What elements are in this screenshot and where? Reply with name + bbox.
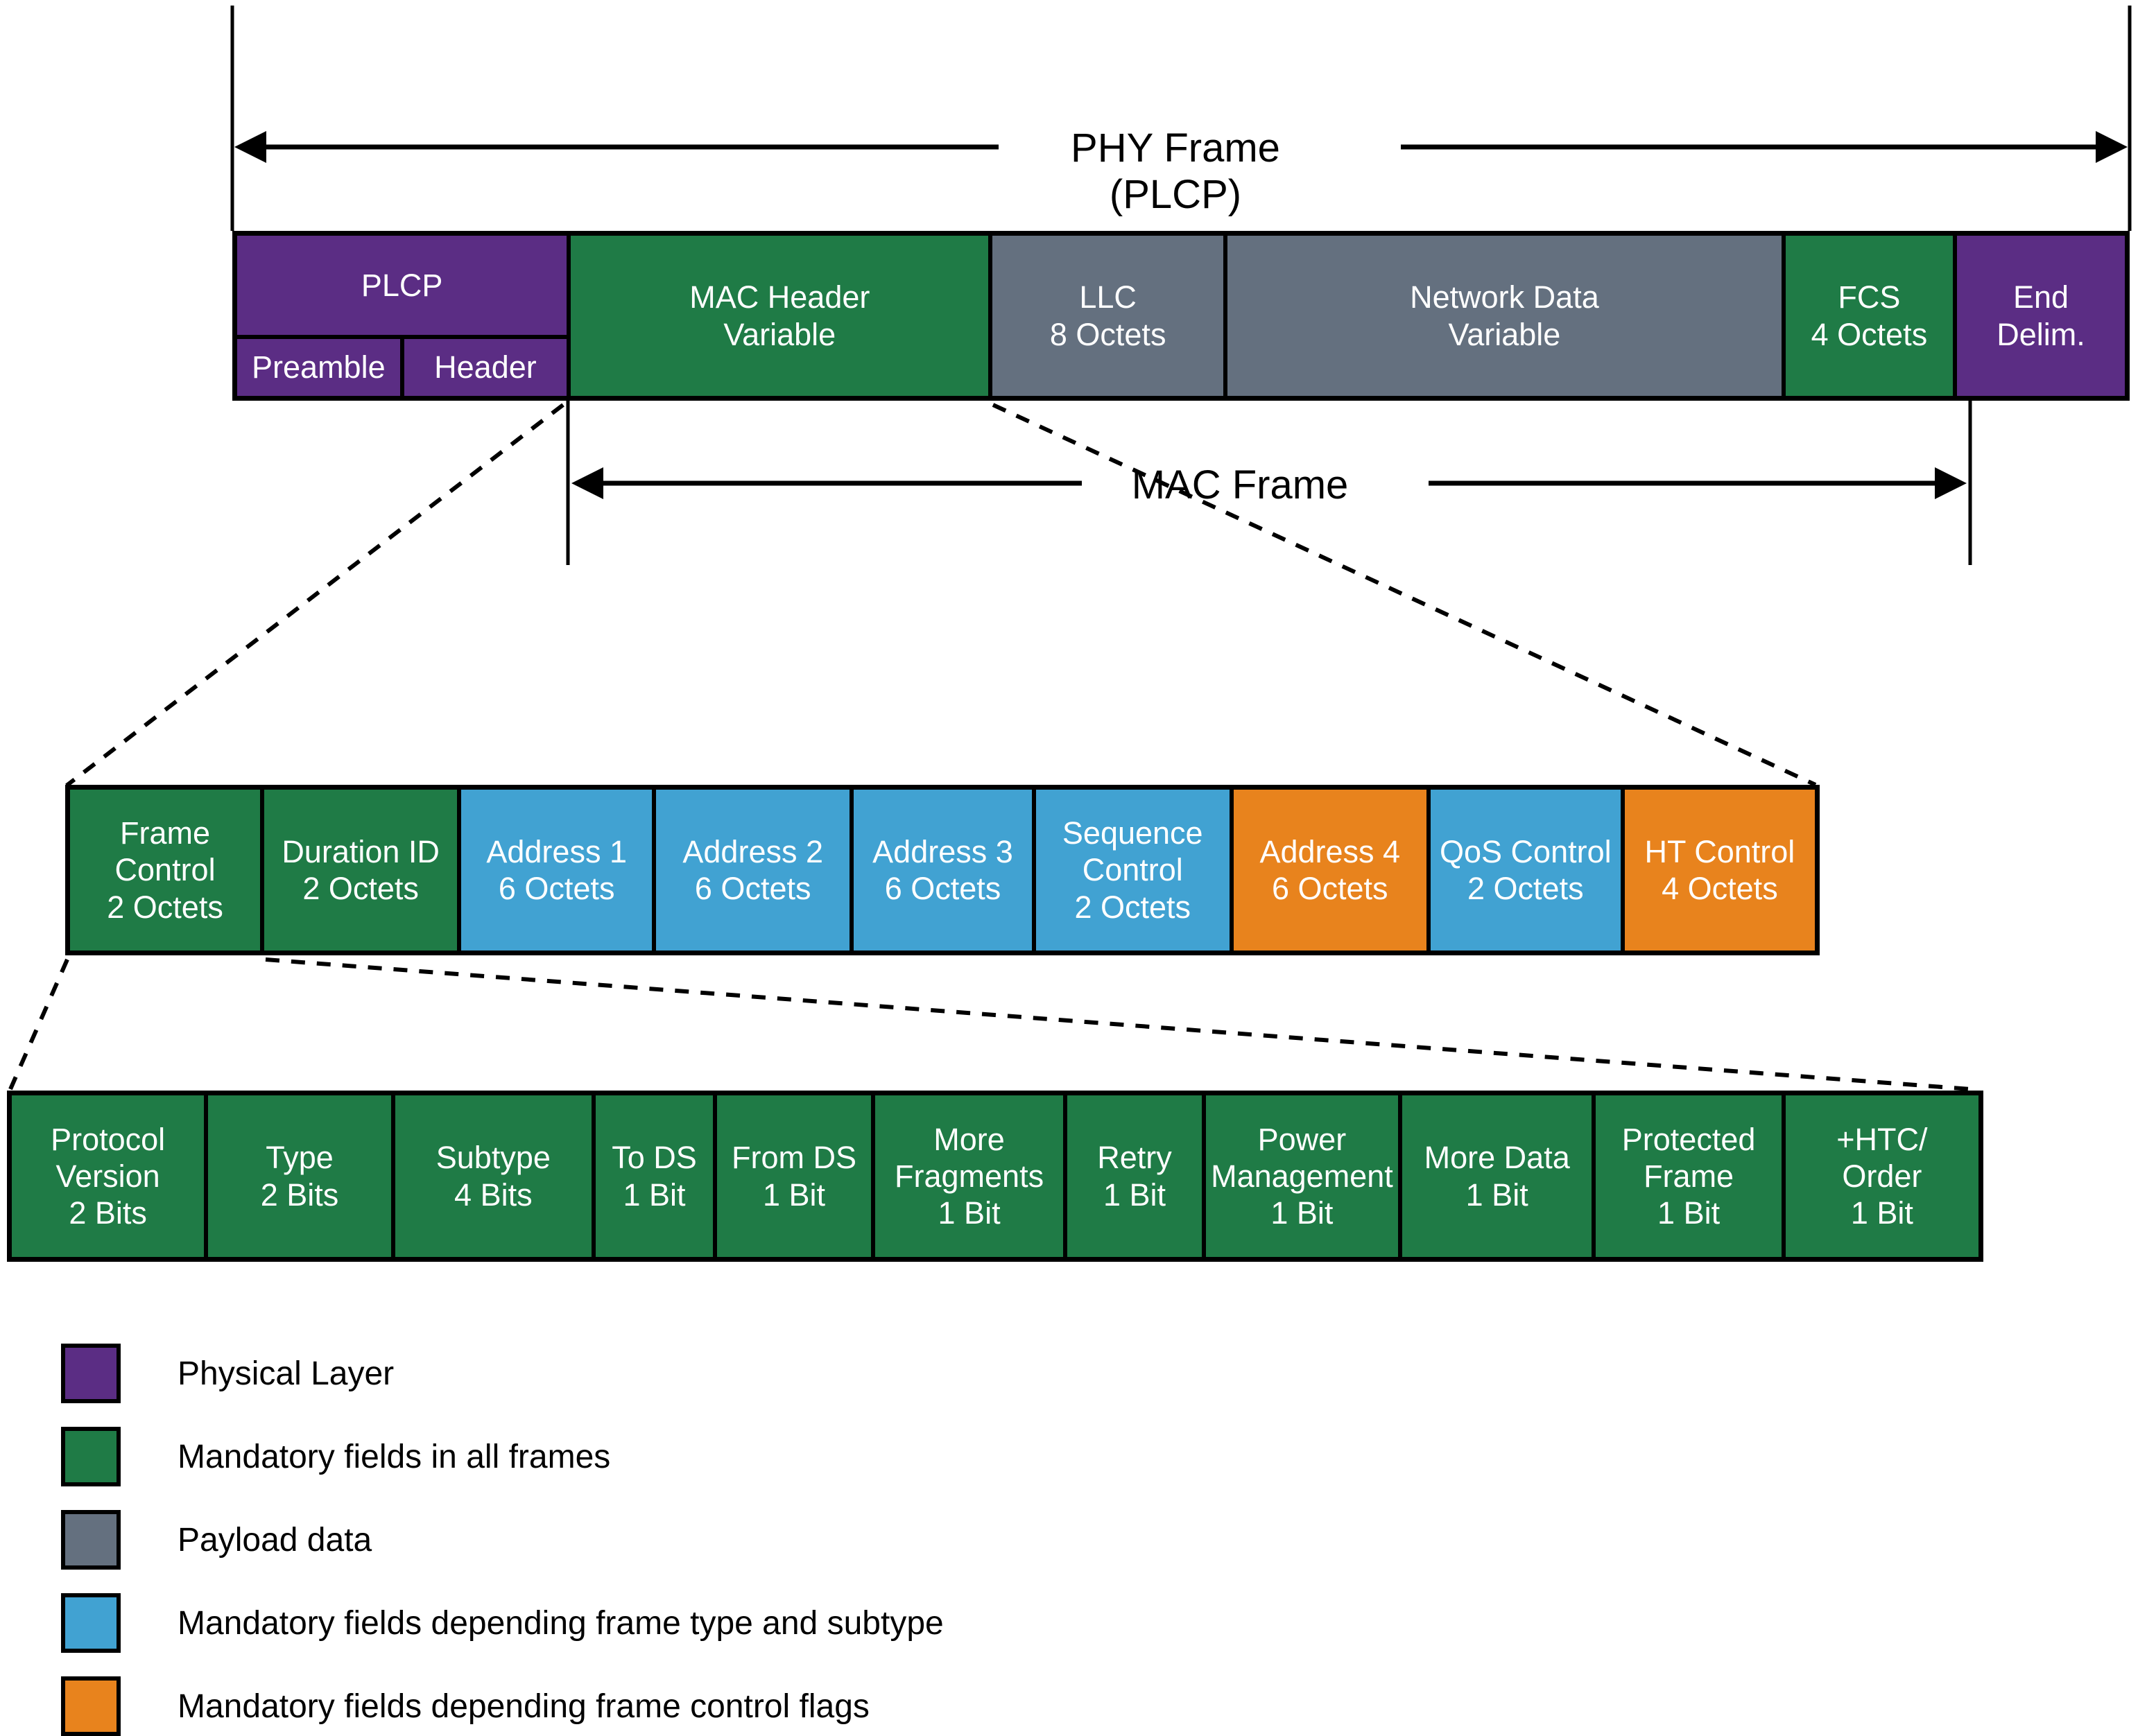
field-sequence-control-2-octets: Sequence Control 2 Octets [1031, 790, 1230, 951]
frame-control-row: Protocol Version 2 Bits Type 2 Bits Subtyp… [7, 1091, 1983, 1262]
field-plcp: PLCP Preamble Header [237, 236, 567, 396]
expand-frame-control-left-dashed-line [8, 958, 69, 1091]
phy-frame-row: PLCP Preamble Header MAC Header Variable… [232, 231, 2130, 401]
legend-item-green: Mandatory fields in all frames [61, 1427, 944, 1486]
field-label: Address 2 6 Octets [682, 833, 824, 906]
field-label: Network Data Variable [1410, 279, 1599, 352]
field-label: From DS 1 Bit [731, 1140, 856, 1213]
field-network-data-variable: Network Data Variable [1223, 236, 1782, 396]
legend-item-gray: Payload data [61, 1510, 944, 1570]
field-end-delim: End Delim. [1952, 236, 2125, 396]
field-to-ds-1-bit: To DS 1 Bit [591, 1095, 714, 1257]
field-frame-control-2-octets: Frame Control 2 Octets [70, 790, 261, 951]
field-address-2-6-octets: Address 2 6 Octets [652, 790, 850, 951]
field-label: PLCP [361, 267, 443, 303]
expand-mac-header-left-dashed-line [65, 403, 564, 788]
phy-arrow-right-head-icon [2096, 131, 2128, 163]
mac-header-row: Frame Control 2 Octets Duration ID 2 Octe… [65, 785, 1820, 955]
field-label: Duration ID 2 Octets [282, 833, 440, 906]
field-mac-header-variable: MAC Header Variable [567, 236, 989, 396]
legend-item-orange: Mandatory fields depending frame control… [61, 1676, 944, 1736]
field-address-1-6-octets: Address 1 6 Octets [457, 790, 653, 951]
field-label: To DS 1 Bit [612, 1140, 697, 1213]
field-label: Protocol Version 2 Bits [51, 1121, 166, 1231]
orange-swatch-icon [61, 1676, 121, 1736]
field-address-3-6-octets: Address 3 6 Octets [850, 790, 1032, 951]
legend-label: Physical Layer [178, 1355, 395, 1392]
field-more-data-1-bit: More Data 1 Bit [1398, 1095, 1592, 1257]
field-label: Address 3 6 Octets [872, 833, 1013, 906]
field-more-fragments-1-bit: More Fragments 1 Bit [870, 1095, 1064, 1257]
field-fcs-4-octets: FCS 4 Octets [1781, 236, 1953, 396]
mac-frame-label: MAC Frame [1131, 462, 1349, 507]
field-label: FCS 4 Octets [1811, 279, 1928, 352]
field-label: HT Control 4 Octets [1644, 833, 1795, 906]
legend-label: Payload data [178, 1521, 372, 1559]
field-label: MAC Header Variable [689, 279, 870, 352]
legend-label: Mandatory fields depending frame control… [178, 1687, 870, 1725]
expand-frame-control-right-dashed-line [265, 957, 1980, 1092]
blue-swatch-icon [61, 1593, 121, 1653]
purple-swatch-icon [61, 1344, 121, 1403]
field-label: LLC 8 Octets [1049, 279, 1166, 352]
legend-label: Mandatory fields depending frame type an… [178, 1604, 944, 1642]
field-protected-frame-1-bit: Protected Frame 1 Bit [1592, 1095, 1782, 1257]
field-label: Address 1 6 Octets [486, 833, 627, 906]
field-retry-1-bit: Retry 1 Bit [1063, 1095, 1202, 1257]
plcp-title-area: PLCP [237, 236, 567, 339]
phy-frame-label: PHY Frame (PLCP) [1071, 125, 1280, 217]
field-label: Preamble [252, 349, 386, 385]
field-label: Power Management 1 Bit [1211, 1121, 1393, 1231]
field-label: Retry 1 Bit [1097, 1140, 1172, 1213]
field-header: Header [399, 339, 567, 396]
legend-label: Mandatory fields in all frames [178, 1438, 611, 1475]
field-subtype-4-bits: Subtype 4 Bits [390, 1095, 592, 1257]
field-type-2-bits: Type 2 Bits [204, 1095, 391, 1257]
field-htc-order-1-bit: +HTC/ Order 1 Bit [1781, 1095, 1979, 1257]
field-protocol-version-2-bits: Protocol Version 2 Bits [12, 1095, 205, 1257]
field-ht-control-4-octets: HT Control 4 Octets [1620, 790, 1815, 951]
field-label: Protected Frame 1 Bit [1621, 1121, 1756, 1231]
field-label: Subtype 4 Bits [436, 1140, 551, 1213]
plcp-sub-row: Preamble Header [237, 339, 567, 396]
field-label: Address 4 6 Octets [1259, 833, 1401, 906]
field-power-management-1-bit: Power Management 1 Bit [1201, 1095, 1399, 1257]
field-label: Sequence Control 2 Octets [1062, 815, 1203, 925]
mac-arrow-left-head-icon [571, 467, 603, 499]
mac-arrow-right-head-icon [1935, 467, 1967, 499]
field-duration-id-2-octets: Duration ID 2 Octets [260, 790, 458, 951]
field-qos-control-2-octets: QoS Control 2 Octets [1426, 790, 1621, 951]
legend-item-purple: Physical Layer [61, 1344, 944, 1403]
field-preamble: Preamble [237, 339, 400, 396]
field-llc-8-octets: LLC 8 Octets [988, 236, 1223, 396]
field-label: Type 2 Bits [260, 1140, 339, 1213]
green-swatch-icon [61, 1427, 121, 1486]
gray-swatch-icon [61, 1510, 121, 1570]
legend-item-blue: Mandatory fields depending frame type an… [61, 1593, 944, 1653]
field-label: Header [434, 349, 537, 385]
field-label: +HTC/ Order 1 Bit [1836, 1121, 1928, 1231]
phy-arrow-left-head-icon [234, 131, 266, 163]
field-label: More Data 1 Bit [1424, 1140, 1570, 1213]
field-label: End Delim. [1997, 279, 2085, 352]
field-from-ds-1-bit: From DS 1 Bit [713, 1095, 871, 1257]
field-label: Frame Control 2 Octets [107, 815, 223, 925]
field-label: More Fragments 1 Bit [895, 1121, 1044, 1231]
field-address-4-6-octets: Address 4 6 Octets [1229, 790, 1426, 951]
field-label: QoS Control 2 Octets [1440, 833, 1612, 906]
expand-mac-header-right-dashed-line [992, 403, 1817, 787]
